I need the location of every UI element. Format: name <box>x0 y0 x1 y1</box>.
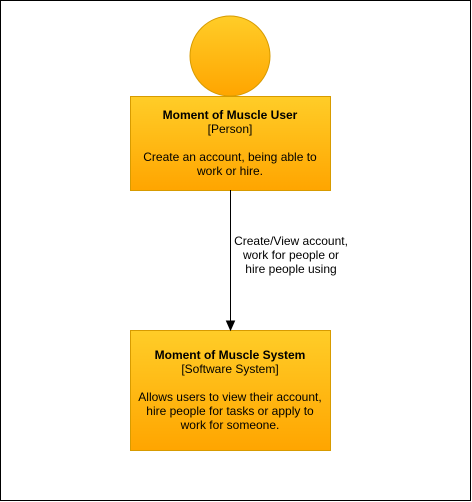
system-node-description: Allows users to view their account, hire… <box>138 390 322 432</box>
system-node-type: [Software System] <box>181 362 279 376</box>
system-node-title: Moment of Muscle System <box>154 348 306 362</box>
user-node[interactable]: Moment of Muscle User [Person] Create an… <box>130 96 330 190</box>
relationship-label: Create/View account, work for people or … <box>234 234 348 276</box>
user-node-shape[interactable] <box>130 96 331 191</box>
system-node[interactable]: Moment of Muscle System [Software System… <box>130 330 330 450</box>
user-node-description: Create an account, being able to work or… <box>143 150 317 178</box>
user-node-title: Moment of Muscle User <box>162 108 298 122</box>
person-head-icon[interactable] <box>189 15 271 97</box>
arrowhead-icon <box>225 320 236 332</box>
user-node-type: [Person] <box>207 122 253 136</box>
